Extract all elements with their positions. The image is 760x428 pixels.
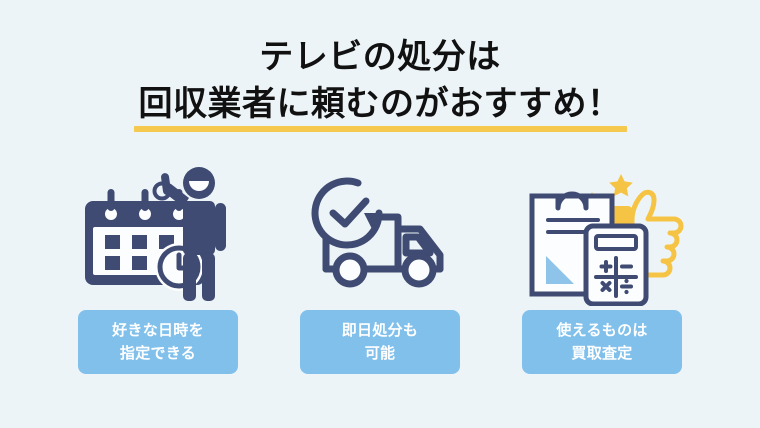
title-line-1: テレビの処分は [259,38,501,76]
feature-label-2-line-2: 可能 [364,345,396,362]
feature-label-1: 好きな日時を 指定できる [78,310,238,374]
calendar-clock-person-icon [83,160,233,310]
feature-label-3: 使えるものは 買取査定 [522,310,682,374]
truck-clock-icon [300,160,460,310]
feature-column-2: 即日処分も 可能 [269,160,491,374]
feature-column-1: 好きな日時を 指定できる [47,160,269,374]
feature-label-2-line-1: 即日処分も [341,322,419,339]
feature-column-3: 使えるものは 買取査定 [491,160,713,374]
title-line-2: 回収業者に頼むのがおすすめ！ [138,85,622,123]
feature-label-1-line-2: 指定できる [119,345,197,362]
title-underline [133,126,627,132]
feature-columns: 好きな日時を 指定できる [0,160,760,400]
page-title: テレビの処分は 回収業者に頼むのがおすすめ！ [0,34,760,132]
title-line-2-wrapper: 回収業者に頼むのがおすすめ！ [133,81,627,132]
clipboard-calculator-thumbsup-icon [520,160,685,310]
feature-label-1-line-1: 好きな日時を [112,322,204,339]
feature-label-3-line-1: 使えるものは [556,322,648,339]
feature-label-3-line-2: 買取査定 [571,345,633,362]
feature-label-2: 即日処分も 可能 [300,310,460,374]
